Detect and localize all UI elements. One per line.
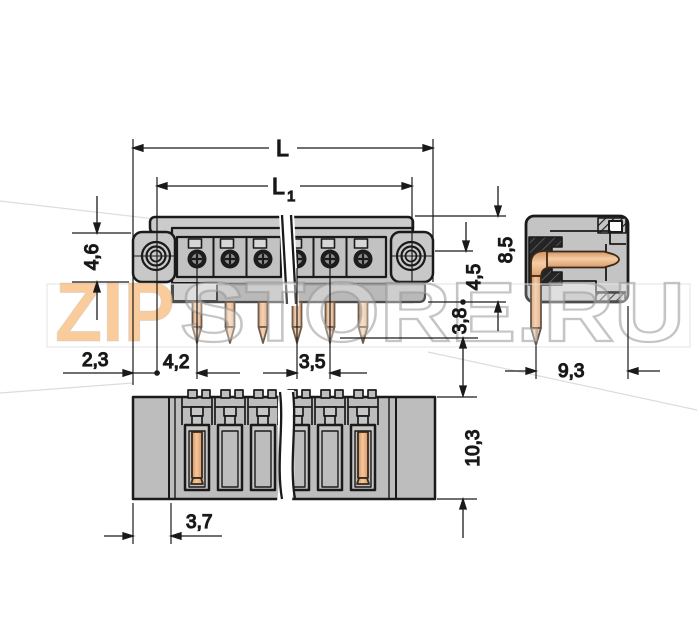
watermark-rest-text: STORE.RU bbox=[180, 265, 685, 359]
dim-hole-to-first-pin-label: 4,2 bbox=[163, 352, 189, 373]
dim-pin-protrusion-label: 3,8 bbox=[450, 308, 471, 334]
dim-inner-length-subscript: 1 bbox=[287, 188, 295, 205]
bottom-view bbox=[131, 389, 437, 501]
dim-footprint-height-label: 10,3 bbox=[463, 430, 484, 467]
top-view-lip-notch bbox=[172, 282, 218, 302]
dimension-9-3: 9,3 bbox=[505, 306, 660, 383]
dim-side-depth-label: 9,3 bbox=[558, 361, 584, 382]
dimension-lines: L L 1 4,6 8,5 4,5 bbox=[63, 134, 660, 544]
dim-flange-height-label: 4,6 bbox=[82, 244, 103, 270]
side-view-pin bbox=[530, 250, 620, 346]
dimension-L1: L 1 bbox=[154, 172, 415, 206]
dim-inner-length-label: L bbox=[272, 173, 285, 199]
dimension-10-3: 10,3 bbox=[437, 396, 485, 538]
dimension-3-5: 3,5 bbox=[263, 351, 367, 378]
dim-footprint-edge-offset-label: 3,7 bbox=[186, 512, 212, 533]
dim-front-height-label: 4,5 bbox=[464, 264, 485, 290]
dim-edge-to-hole-label: 2,3 bbox=[82, 350, 108, 371]
dimension-3-7: 3,7 bbox=[104, 503, 222, 544]
side-view-pin-horizontal bbox=[546, 250, 620, 269]
watermark-accent-text: ZIP bbox=[55, 265, 175, 359]
watermark-box bbox=[46, 283, 691, 348]
watermark: ZIP STORE.RU bbox=[46, 264, 691, 360]
dimension-L: L bbox=[130, 134, 436, 162]
side-view bbox=[524, 214, 630, 346]
dimension-4-5: 4,5 bbox=[435, 222, 486, 305]
bottom-view-pins bbox=[190, 431, 370, 485]
dim-body-height-label: 8,5 bbox=[496, 237, 517, 263]
dimension-3-8: 3,8 bbox=[340, 307, 478, 399]
dimension-2-3: 2,3 bbox=[63, 349, 136, 378]
dimension-4-6: 4,6 bbox=[72, 196, 131, 320]
dim-total-length-label: L bbox=[276, 135, 289, 161]
top-view-front-lip bbox=[170, 282, 427, 304]
dimension-4-2: 4,2 bbox=[133, 351, 240, 378]
dim-pin-pitch-label: 3,5 bbox=[299, 352, 325, 373]
bottom-view-poles bbox=[181, 389, 379, 492]
dimension-8-5: 8,5 bbox=[415, 186, 518, 331]
